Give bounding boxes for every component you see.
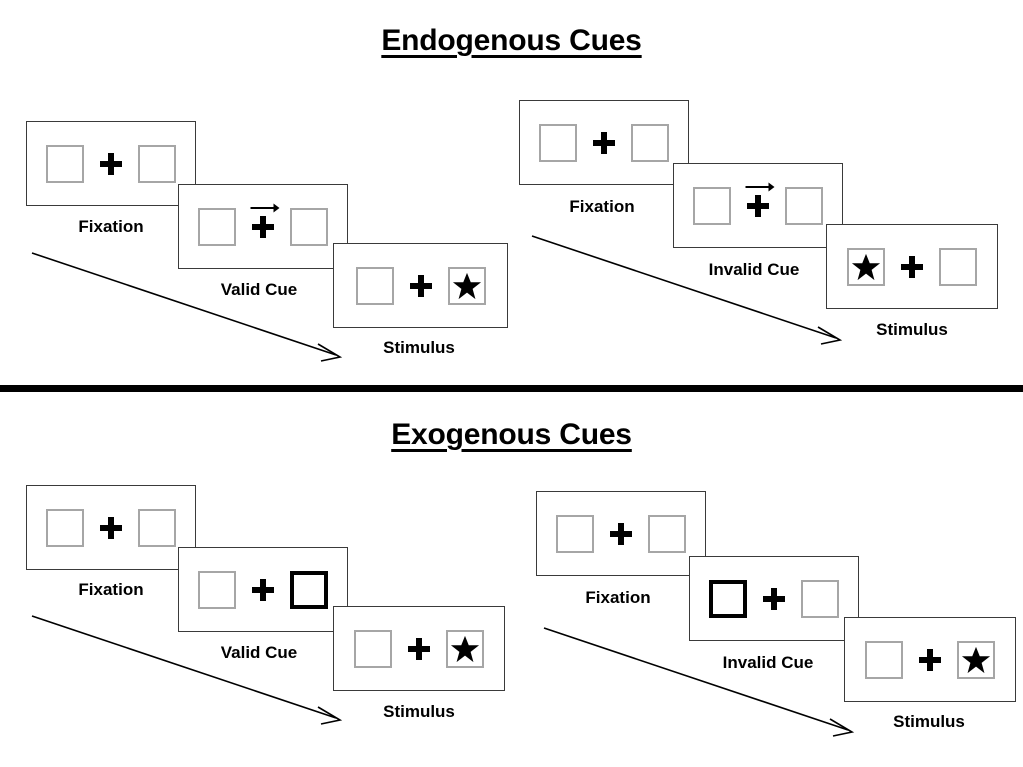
panel-row xyxy=(709,577,839,621)
arrow-right-icon xyxy=(745,182,775,191)
stimulus-box-left xyxy=(198,207,236,246)
section-divider xyxy=(0,385,1023,392)
panel-endogenous-valid-stimulus xyxy=(333,243,508,328)
panel-exogenous-valid-cue xyxy=(178,547,348,632)
section-title-exogenous: Exogenous Cues xyxy=(391,418,632,451)
fixation-center-slot xyxy=(248,568,278,612)
panel-caption-exogenous-valid-fixation: Fixation xyxy=(78,580,144,599)
panel-row xyxy=(198,203,328,249)
stimulus-box-right xyxy=(631,123,669,162)
panel-caption-endogenous-invalid-stimulus: Stimulus xyxy=(876,320,948,339)
panel-caption-exogenous-valid-stimulus: Stimulus xyxy=(383,702,455,721)
sequence-arrow-icon xyxy=(31,615,343,725)
plus-cross-icon xyxy=(919,648,941,671)
fixation-center-slot xyxy=(915,638,945,682)
fixation-center-slot xyxy=(606,512,636,556)
stimulus-box-left xyxy=(46,508,84,547)
star-icon xyxy=(452,272,481,299)
fixation-center-slot xyxy=(248,203,280,249)
panel-endogenous-invalid-stimulus xyxy=(826,224,998,309)
panel-row xyxy=(847,245,977,289)
panel-endogenous-valid-fixation xyxy=(26,121,196,206)
arrow-right-icon xyxy=(250,203,280,212)
stimulus-box-right xyxy=(939,247,977,286)
plus-cross-icon xyxy=(747,194,769,217)
stimulus-box-left xyxy=(354,629,392,668)
star-icon xyxy=(450,635,480,662)
panel-row xyxy=(355,264,486,308)
stimulus-box-left xyxy=(539,123,577,162)
sequence-arrow-icon xyxy=(543,627,855,737)
panel-row xyxy=(539,121,669,165)
panel-endogenous-invalid-fixation xyxy=(519,100,689,185)
panel-row xyxy=(198,568,328,612)
stimulus-box-left xyxy=(556,514,594,553)
fixation-center-slot xyxy=(897,245,927,289)
plus-cross-icon xyxy=(100,152,122,175)
panel-exogenous-invalid-cue xyxy=(689,556,859,641)
fixation-center-slot xyxy=(96,142,126,186)
panel-row xyxy=(46,506,176,550)
stimulus-box-left xyxy=(865,640,903,679)
star-icon xyxy=(851,253,881,280)
stimulus-box-left xyxy=(693,186,731,225)
panel-exogenous-invalid-fixation xyxy=(536,491,706,576)
panel-exogenous-invalid-stimulus xyxy=(844,617,1016,702)
panel-caption-exogenous-invalid-cue: Invalid Cue xyxy=(722,653,814,672)
sequence-arrow-icon xyxy=(31,252,343,362)
panel-caption-endogenous-valid-fixation: Fixation xyxy=(78,217,144,236)
panel-exogenous-valid-fixation xyxy=(26,485,196,570)
plus-cross-icon xyxy=(100,516,122,539)
stimulus-box-right xyxy=(290,207,328,246)
panel-caption-exogenous-invalid-fixation: Fixation xyxy=(585,588,651,607)
plus-cross-icon xyxy=(408,637,430,660)
panel-caption-exogenous-valid-cue: Valid Cue xyxy=(220,643,298,662)
panel-caption-exogenous-invalid-stimulus: Stimulus xyxy=(893,712,965,731)
stimulus-box-right xyxy=(447,266,486,305)
fixation-center-slot xyxy=(404,627,434,671)
stimulus-box-left xyxy=(847,247,885,286)
plus-cross-icon xyxy=(252,578,274,601)
section-title-endogenous: Endogenous Cues xyxy=(381,24,642,57)
fixation-center-slot xyxy=(96,506,126,550)
plus-cross-icon xyxy=(901,255,923,278)
stimulus-box-left xyxy=(198,570,236,609)
stimulus-box-right xyxy=(785,186,823,225)
fixation-center-slot xyxy=(743,182,775,228)
stimulus-box-left xyxy=(709,579,747,618)
stimulus-box-right xyxy=(290,570,328,609)
plus-cross-icon xyxy=(763,587,785,610)
fixation-center-slot xyxy=(589,121,619,165)
panel-caption-endogenous-valid-stimulus: Stimulus xyxy=(383,338,455,357)
stimulus-box-left xyxy=(46,144,84,183)
panel-endogenous-valid-cue xyxy=(178,184,348,269)
panel-row xyxy=(693,182,823,228)
plus-cross-icon xyxy=(593,131,615,154)
stimulus-box-left xyxy=(355,266,394,305)
stimulus-box-right xyxy=(138,508,176,547)
plus-cross-icon xyxy=(409,274,432,297)
star-icon xyxy=(961,646,991,673)
panel-caption-endogenous-valid-cue: Valid Cue xyxy=(220,280,298,299)
plus-cross-icon xyxy=(610,522,632,545)
stimulus-box-right xyxy=(446,629,484,668)
panel-caption-endogenous-invalid-fixation: Fixation xyxy=(569,197,635,216)
stimulus-box-right xyxy=(957,640,995,679)
panel-row xyxy=(354,627,484,671)
panel-row xyxy=(46,142,176,186)
panel-caption-endogenous-invalid-cue: Invalid Cue xyxy=(708,260,800,279)
stimulus-box-right xyxy=(801,579,839,618)
panel-exogenous-valid-stimulus xyxy=(333,606,505,691)
fixation-center-slot xyxy=(759,577,789,621)
panel-row xyxy=(556,512,686,556)
plus-cross-icon xyxy=(252,215,274,238)
stimulus-box-right xyxy=(648,514,686,553)
panel-endogenous-invalid-cue xyxy=(673,163,843,248)
fixation-center-slot xyxy=(406,264,436,308)
panel-row xyxy=(865,638,995,682)
sequence-arrow-icon xyxy=(531,235,843,345)
stimulus-box-right xyxy=(138,144,176,183)
